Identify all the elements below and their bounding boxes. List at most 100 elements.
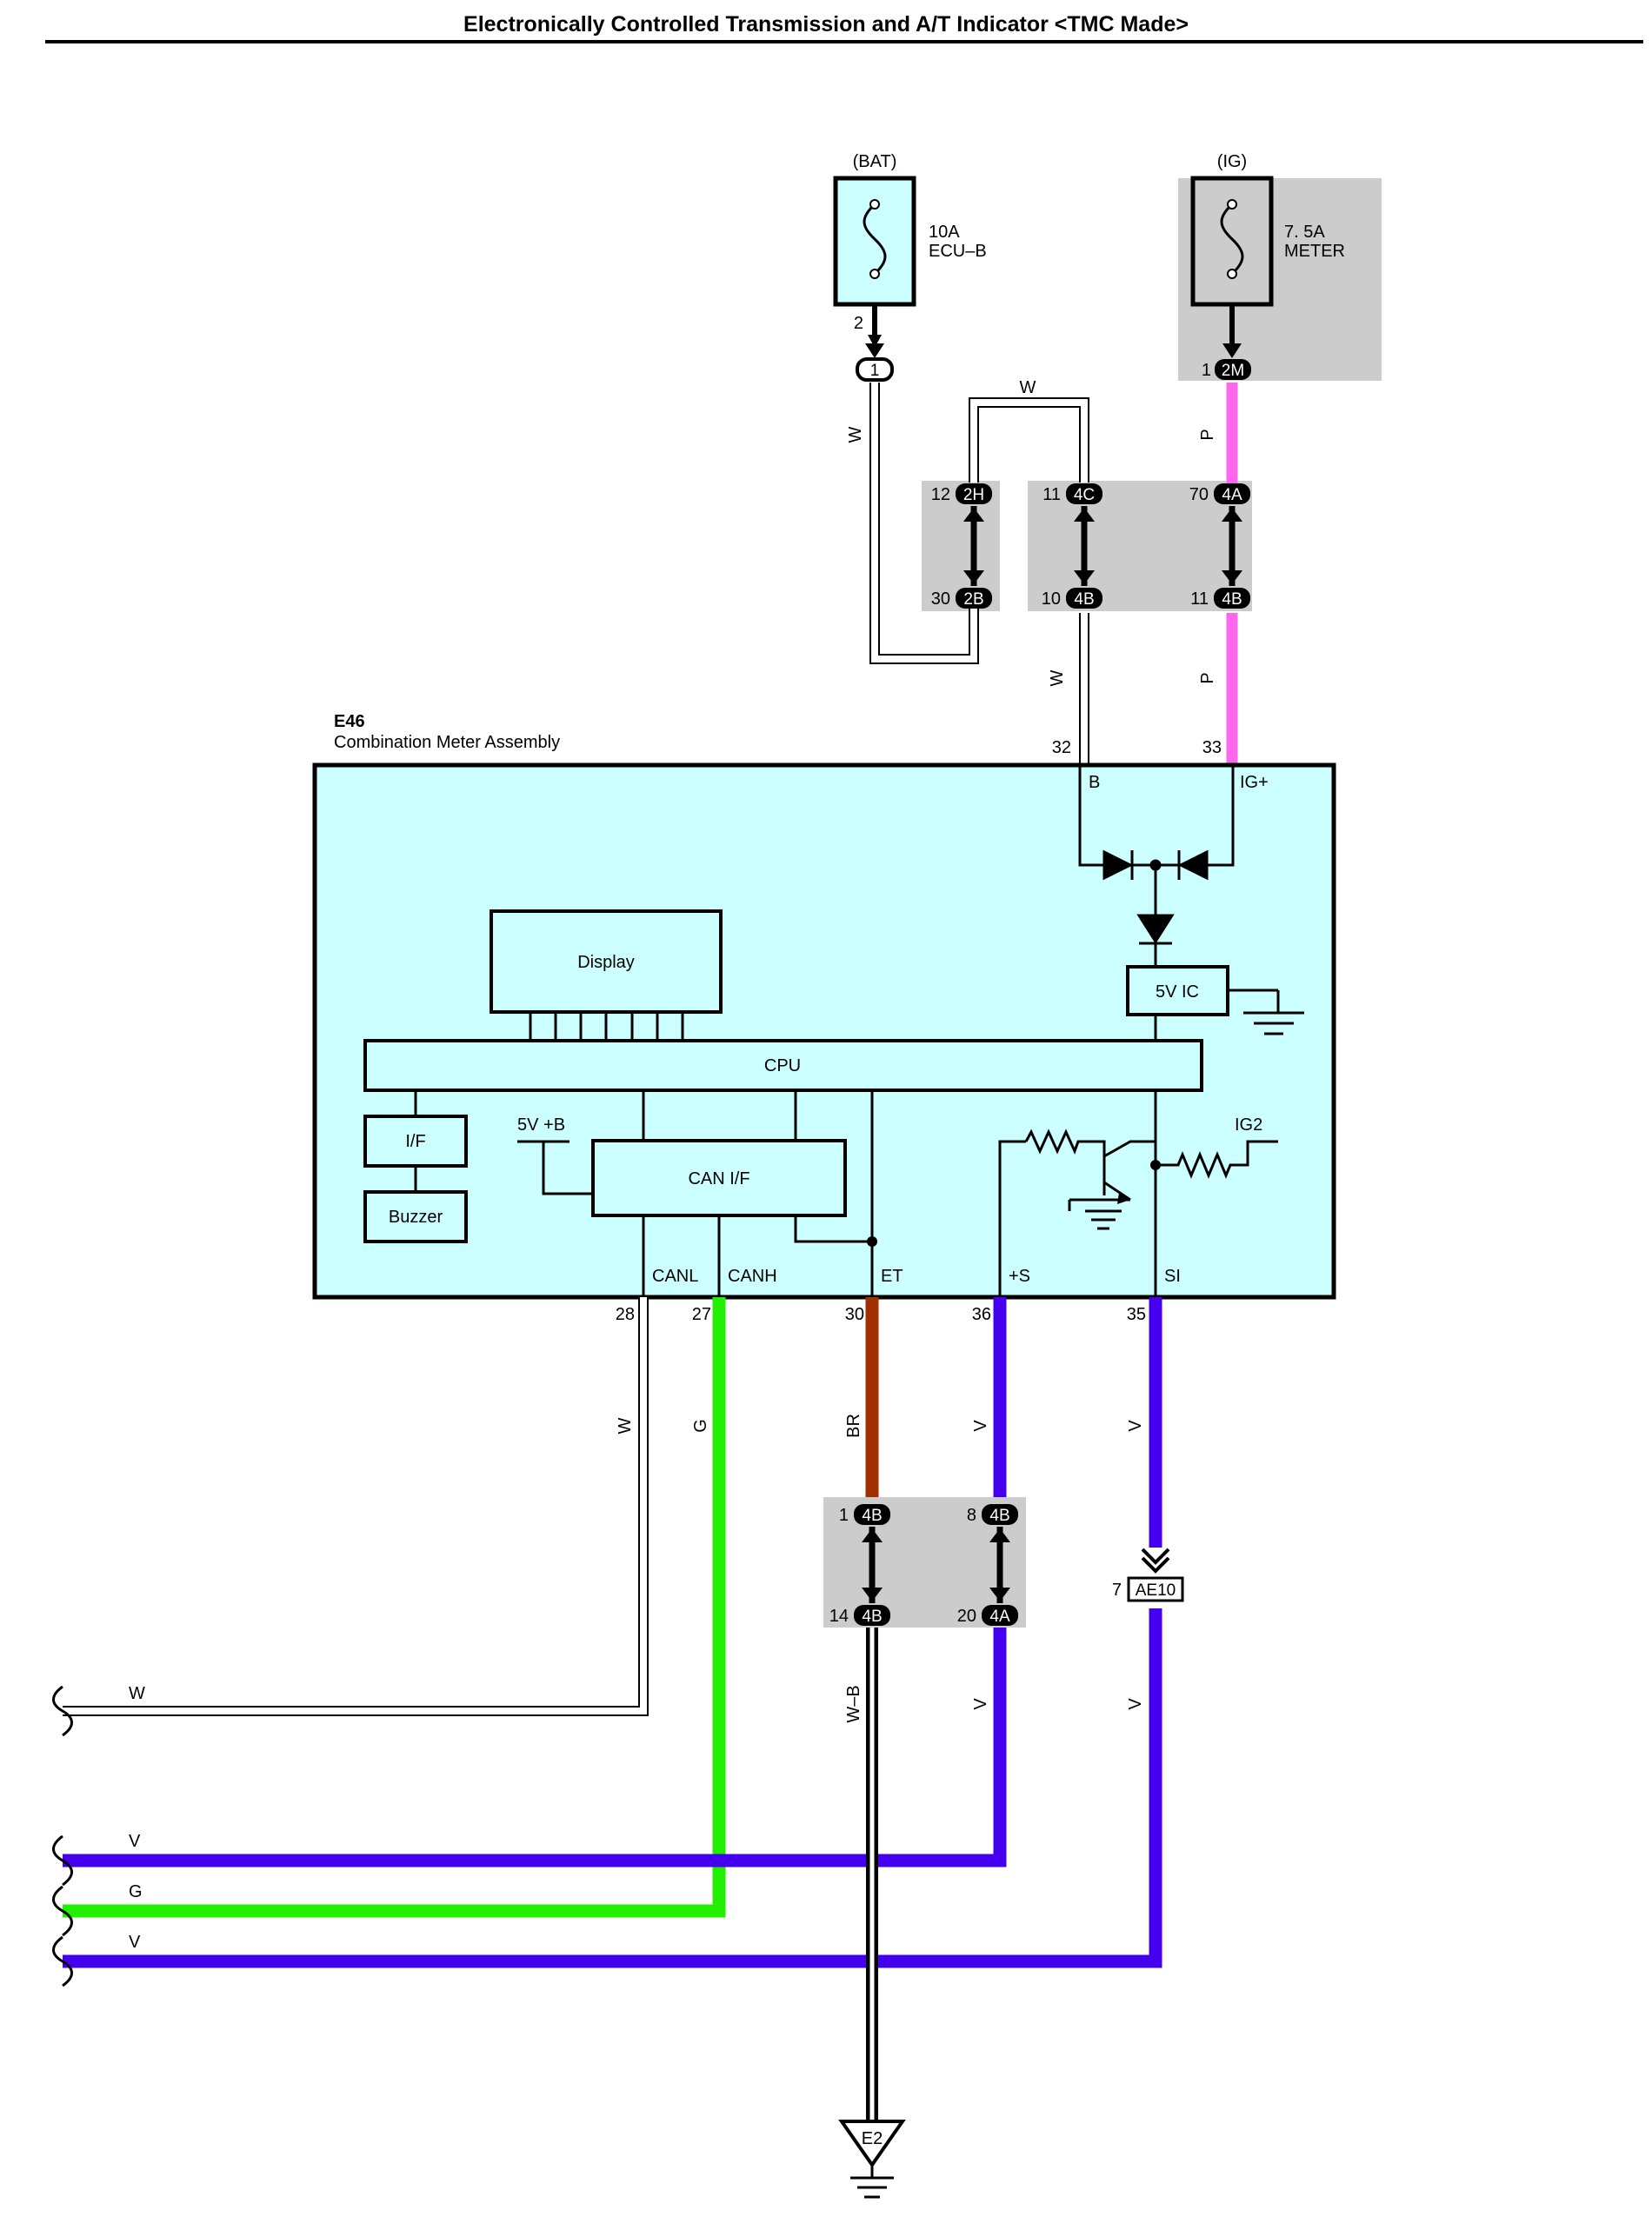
pin-2H: 12 [931, 485, 950, 504]
pin-2B: 30 [931, 589, 950, 609]
conn-4B-10: 4B [1074, 590, 1094, 609]
junction-4A-4B [1214, 483, 1250, 609]
wire-si-v2 [63, 1608, 1162, 1968]
wire-canl-w [63, 1297, 649, 1716]
can-label: CAN I/F [688, 1169, 749, 1188]
diode-network [1078, 765, 1235, 967]
label-ig-p2: P [1198, 672, 1217, 683]
label-left-w: W [129, 1684, 145, 1703]
svg-text:AE10: AE10 [1136, 1581, 1176, 1600]
bat-fuse-name: ECU–B [929, 242, 987, 261]
conn-4C: 4C [1074, 486, 1095, 504]
pin-et: 30 [845, 1305, 864, 1324]
conn-2B: 2B [963, 590, 983, 609]
pin-4B-10: 10 [1042, 589, 1061, 609]
ig-fuse-name: METER [1284, 242, 1345, 261]
wire-canh-g [63, 1297, 726, 1918]
term-si: SI [1164, 1267, 1181, 1286]
pin-4A-70: 70 [1189, 485, 1209, 504]
meter-code: E46 [334, 712, 365, 731]
ic-ground-icon [1228, 989, 1304, 1035]
pin-si: 35 [1127, 1305, 1146, 1324]
ig-source-label: (IG) [1217, 152, 1247, 171]
if-box [363, 1115, 468, 1168]
pin-4B-11: 11 [1190, 589, 1209, 609]
cpu-label: CPU [764, 1056, 801, 1075]
label-si-v: V [1126, 1420, 1145, 1432]
term-canl: CANL [652, 1267, 698, 1286]
ground-e2-label: E2 [862, 2129, 883, 2148]
et-junction [867, 1236, 877, 1247]
wire-break-marks [52, 1685, 73, 1987]
bat-fuse [833, 176, 916, 307]
buzzer-label: Buzzer [389, 1208, 443, 1227]
label-bat-w: W [846, 426, 865, 443]
label-s-v2: V [971, 1698, 990, 1710]
display-bus [529, 1010, 684, 1041]
ig-fuse-rating: 7. 5A [1284, 223, 1325, 242]
vb-label: 5V +B [517, 1115, 565, 1135]
junction-4C-4B [1066, 483, 1102, 609]
can-wiring [517, 1090, 874, 1297]
label-left-g: G [129, 1882, 143, 1901]
pin-b: 32 [1052, 738, 1071, 757]
conn-4B-14: 4B [862, 1608, 882, 1626]
junction-block-4 [1028, 481, 1252, 611]
ig-fuse [1190, 176, 1274, 307]
label-si-v2: V [1126, 1698, 1145, 1710]
pin-ig-out: 1 [1202, 361, 1211, 380]
term-et: ET [881, 1267, 903, 1286]
wire-loop-w [969, 397, 1089, 483]
connector-ig-out: 2M [1215, 304, 1251, 380]
svg-text:1: 1 [870, 362, 880, 380]
svg-text:2M: 2M [1222, 362, 1244, 380]
pin-4B-8: 8 [967, 1506, 976, 1525]
transistor-network [998, 1090, 1278, 1297]
conn-4A-70: 4A [1222, 486, 1242, 504]
bat-source-label: (BAT) [853, 152, 897, 171]
label-s-v: V [971, 1420, 990, 1432]
label-left-v1: V [129, 1832, 141, 1851]
pin-canh: 27 [692, 1305, 711, 1324]
junction-4B-8-4A-20 [982, 1504, 1018, 1626]
term-canh: CANH [728, 1267, 777, 1286]
cpu-box [363, 1039, 1203, 1092]
term-s: +S [1009, 1267, 1030, 1286]
label-left-v2: V [129, 1933, 141, 1952]
conn-4B-1: 4B [862, 1507, 882, 1525]
ic-label: 5V IC [1156, 982, 1199, 1002]
pin-ig: 33 [1202, 738, 1222, 757]
junction-2H-2B [956, 483, 992, 609]
pin-4C: 11 [1042, 485, 1061, 504]
pin-s: 36 [972, 1305, 991, 1324]
pin-ae10: 7 [1112, 1581, 1122, 1600]
pin-4B-1: 1 [839, 1506, 849, 1525]
label-loop-w: W [1020, 378, 1036, 397]
pin-bat-out: 2 [854, 314, 863, 333]
bat-fuse-rating: 10A [929, 223, 960, 242]
si-junction [1150, 1160, 1161, 1170]
label-et-br: BR [844, 1414, 863, 1438]
term-ig: IG+ [1240, 773, 1269, 792]
conn-2H: 2H [963, 486, 984, 504]
display-label: Display [577, 953, 635, 972]
junction-4B-1-14 [854, 1504, 890, 1626]
term-b: B [1089, 773, 1100, 792]
label-canl-w: W [616, 1417, 635, 1434]
label-canh-g: G [691, 1419, 710, 1433]
page-title: Electronically Controlled Transmission a… [463, 12, 1189, 37]
ground-e2-icon [838, 2120, 906, 2199]
if-label: I/F [405, 1132, 425, 1151]
conn-4B-8: 4B [989, 1507, 1009, 1525]
pin-4B-14: 14 [829, 1607, 849, 1626]
label-e2-wb: W–B [844, 1685, 863, 1722]
label-b-w: W [1048, 669, 1067, 686]
buzzer-box [363, 1190, 468, 1243]
connector-ae10: AE10 [1127, 1548, 1184, 1602]
conn-4A-20: 4A [989, 1608, 1010, 1626]
label-ig-p1: P [1198, 429, 1217, 440]
meter-name: Combination Meter Assembly [334, 733, 560, 752]
ig2-label: IG2 [1235, 1115, 1262, 1135]
conn-4B-11: 4B [1222, 590, 1242, 609]
pin-4A-20: 20 [957, 1607, 976, 1626]
